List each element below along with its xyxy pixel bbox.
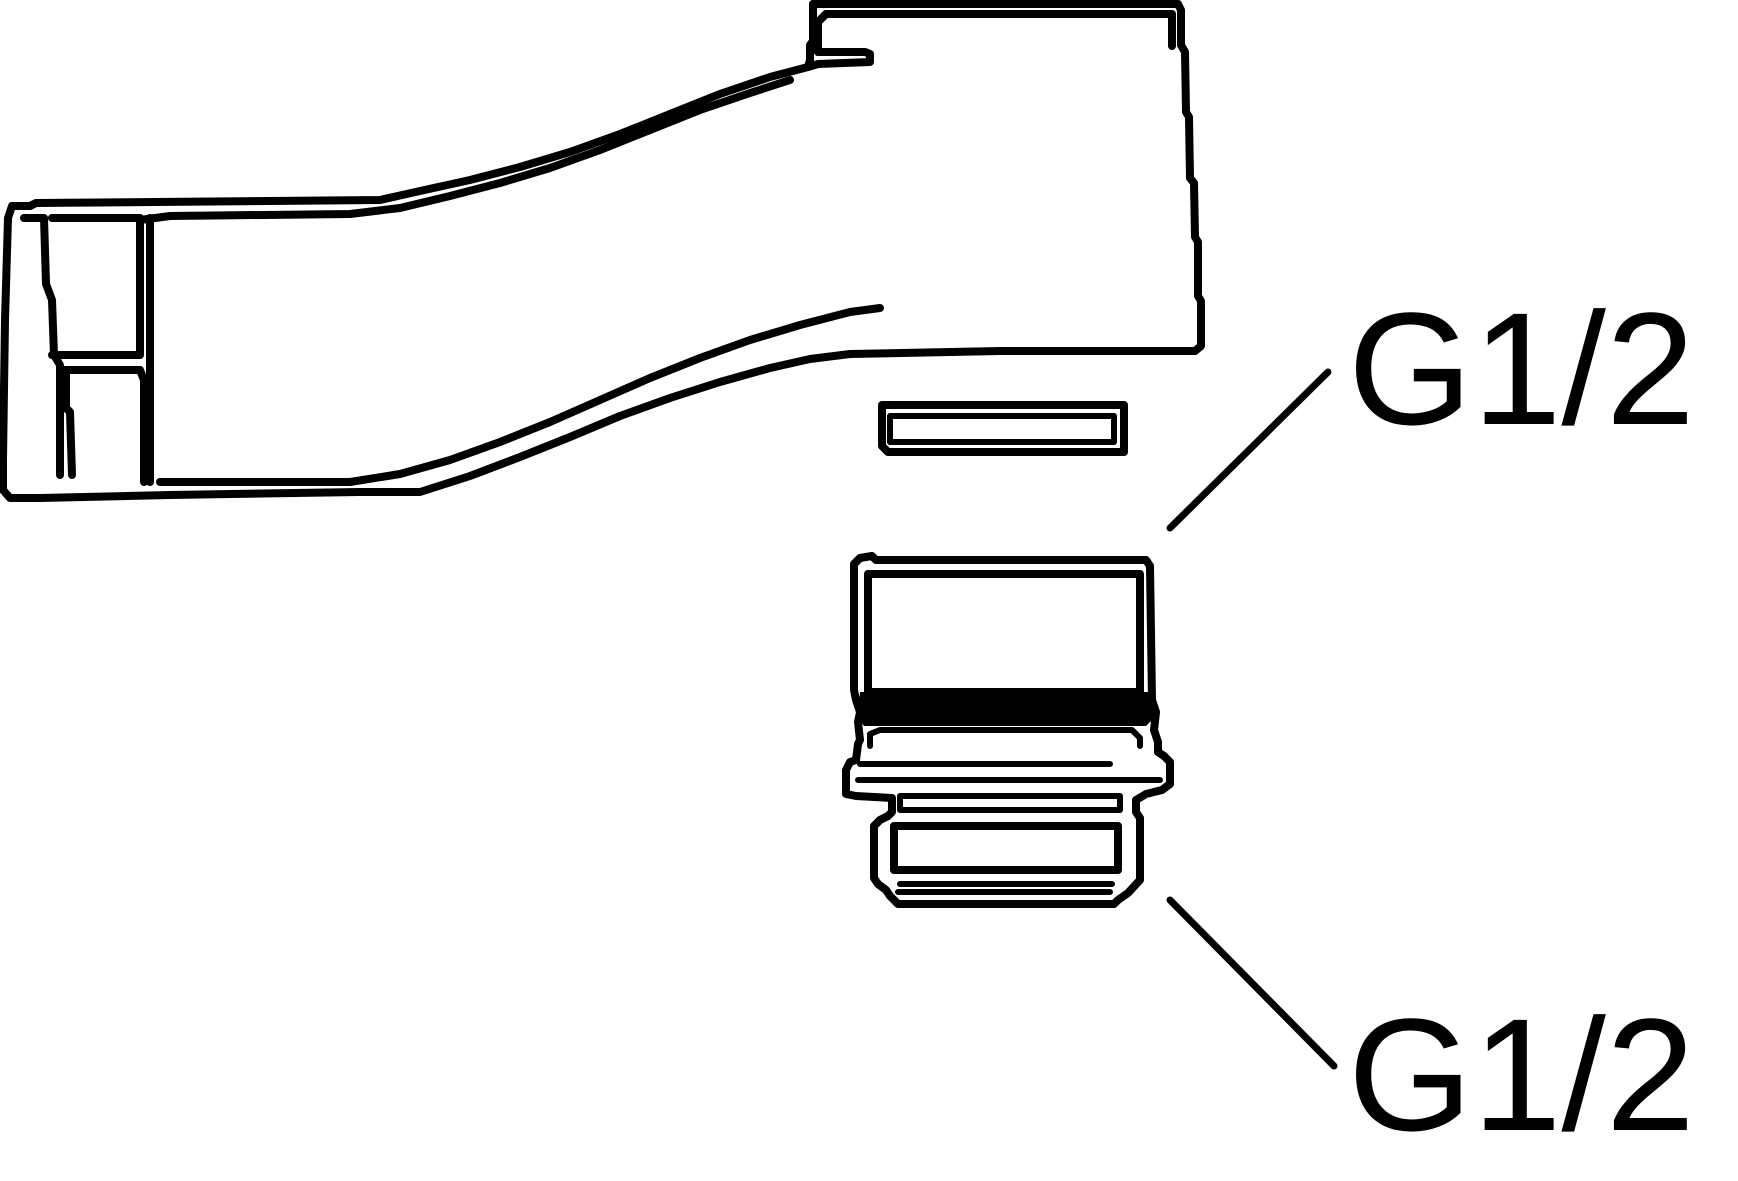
adapter-hex-collar: [858, 692, 1152, 726]
adapter-outer-contour: [842, 552, 1174, 908]
adapter-neck-groove: [897, 793, 1123, 813]
washer-outline: [878, 401, 1128, 456]
adapter-lower-thread-body: [890, 822, 1122, 874]
sealing-washer: [878, 401, 1128, 456]
adapter-fitting: [842, 552, 1174, 908]
spout-inlet-body-right: [48, 214, 148, 486]
washer-inner: [887, 413, 1117, 445]
spout-inlet-body: [20, 214, 64, 479]
spout-outlet-flange: [814, 10, 1176, 56]
lower-thread-label: G1/2: [1348, 985, 1695, 1164]
adapter-collar-ring: [867, 727, 1143, 749]
adapter-lower-rim: [895, 881, 1115, 895]
elbow-spout: [0, 0, 1205, 502]
spout-outer-contour: [0, 0, 1205, 502]
upper-leader-line: [1166, 368, 1332, 532]
adapter-collar-edge: [855, 761, 1163, 783]
spout-inlet-lower: [62, 366, 76, 479]
spout-inner-edge-bottom: [156, 304, 884, 486]
spout-inner-edge-top: [136, 76, 794, 224]
adapter-upper-thread-body: [864, 570, 1144, 696]
lower-leader-line: [1166, 896, 1338, 1070]
upper-thread-label: G1/2: [1348, 279, 1695, 458]
